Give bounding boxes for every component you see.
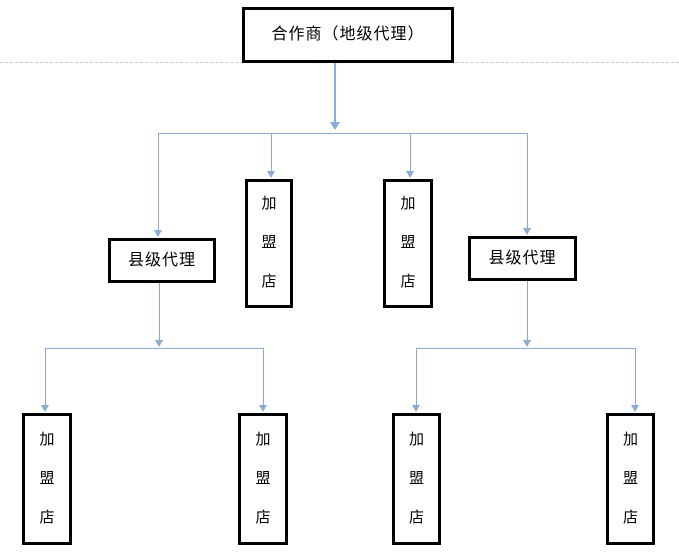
connector-to-county-right[interactable] (527, 133, 528, 228)
node-root-label: 合作商（地级代理） (271, 26, 425, 43)
node-county-agent-right-label: 县级代理 (488, 249, 557, 267)
connector-to-franchise-mid-2[interactable] (410, 133, 411, 171)
node-franchise-bottom-4-label: 加盟店 (622, 431, 638, 526)
node-franchise-mid-2[interactable]: 加盟店 (383, 179, 433, 308)
node-county-agent-right[interactable]: 县级代理 (468, 236, 577, 281)
connector-left-horizontal[interactable] (45, 348, 264, 349)
node-franchise-mid-1-label: 加盟店 (261, 196, 277, 290)
connector-level1-horizontal[interactable] (158, 133, 528, 134)
connector-to-franchise-mid-1[interactable] (271, 133, 272, 171)
arrowhead-county-left[interactable] (154, 230, 162, 237)
node-franchise-bottom-4[interactable]: 加盟店 (606, 413, 655, 545)
node-franchise-mid-1[interactable]: 加盟店 (245, 179, 293, 308)
node-county-agent-left[interactable]: 县级代理 (108, 238, 216, 283)
arrowhead-county-right[interactable] (523, 228, 531, 235)
node-franchise-bottom-3[interactable]: 加盟店 (392, 413, 441, 545)
connector-to-franchise-bottom-1[interactable] (45, 348, 46, 405)
connector-to-franchise-bottom-3[interactable] (416, 348, 417, 405)
node-franchise-bottom-2[interactable]: 加盟店 (238, 413, 288, 545)
arrowhead-franchise-mid-1[interactable] (267, 171, 275, 178)
node-county-agent-left-label: 县级代理 (127, 251, 196, 269)
node-franchise-mid-2-label: 加盟店 (400, 196, 416, 290)
connector-root-stem[interactable] (334, 63, 336, 123)
connector-right-horizontal[interactable] (416, 348, 636, 349)
arrowhead-franchise-bottom-2[interactable] (259, 405, 267, 412)
connector-to-franchise-bottom-4[interactable] (635, 348, 636, 405)
arrowhead-root[interactable] (330, 122, 340, 130)
connector-county-right-stem[interactable] (527, 281, 528, 340)
connector-county-left-stem[interactable] (159, 283, 160, 340)
node-franchise-bottom-1-label: 加盟店 (39, 431, 55, 526)
arrowhead-franchise-bottom-3[interactable] (412, 405, 420, 412)
arrowhead-county-left-stem[interactable] (155, 340, 163, 347)
arrowhead-franchise-mid-2[interactable] (406, 171, 414, 178)
node-franchise-bottom-3-label: 加盟店 (408, 431, 424, 526)
node-root[interactable]: 合作商（地级代理） (242, 7, 454, 63)
connector-to-franchise-bottom-2[interactable] (263, 348, 264, 405)
arrowhead-franchise-bottom-1[interactable] (41, 405, 49, 412)
connector-to-county-left[interactable] (158, 133, 159, 230)
node-franchise-bottom-2-label: 加盟店 (255, 431, 271, 526)
arrowhead-franchise-bottom-4[interactable] (631, 405, 639, 412)
node-franchise-bottom-1[interactable]: 加盟店 (22, 413, 72, 545)
arrowhead-county-right-stem[interactable] (523, 340, 531, 347)
